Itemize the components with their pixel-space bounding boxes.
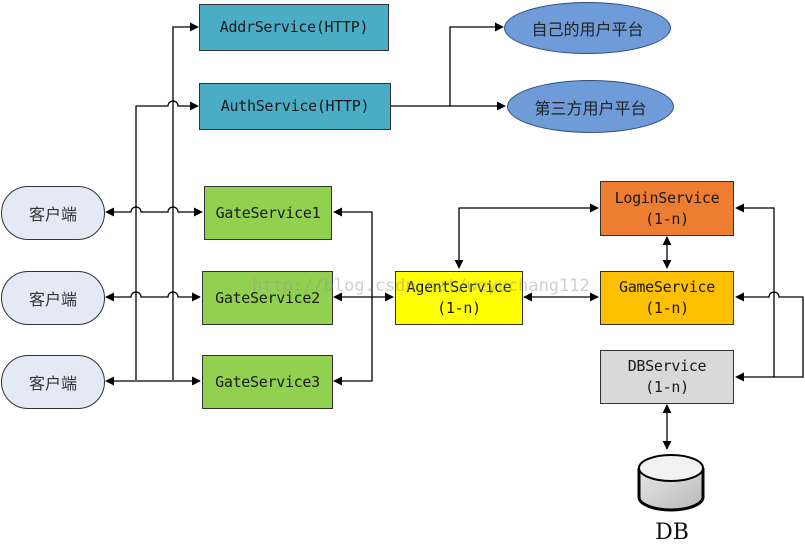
- addr-service-node[interactable]: AddrService(HTTP): [199, 4, 389, 51]
- auth-service-node[interactable]: AuthService(HTTP): [199, 83, 391, 130]
- connector-game-db: [735, 291, 804, 378]
- database-label: DB: [655, 520, 689, 545]
- connector-login-db: [735, 203, 775, 382]
- login-service-label: LoginService: [614, 188, 720, 207]
- client-label: 客户端: [28, 205, 77, 224]
- game-service-multiplicity: (1-n): [645, 299, 689, 317]
- connector-agent-login: [454, 203, 599, 269]
- login-service-node[interactable]: LoginService (1-n): [600, 181, 734, 236]
- db-service-node[interactable]: DBService (1-n): [600, 350, 734, 404]
- connector-trunk-addr: [172, 22, 199, 380]
- game-service-label: GameService: [618, 278, 716, 296]
- database-cylinder-icon: [637, 454, 705, 512]
- third-party-platform-label: 第三方用户平台: [534, 98, 647, 118]
- third-party-platform-node[interactable]: 第三方用户平台: [507, 80, 674, 133]
- agent-service-node[interactable]: AgentService (1-n): [395, 271, 523, 325]
- gate-service-3-label: GateService3: [215, 372, 320, 391]
- client-label: 客户端: [28, 374, 77, 393]
- db-service-multiplicity: (1-n): [645, 378, 689, 396]
- connector-client2-gate2: [105, 291, 201, 302]
- gate-service-2-label: GateService2: [215, 288, 320, 307]
- game-service-node[interactable]: GameService (1-n): [600, 271, 734, 325]
- agent-service-multiplicity: (1-n): [437, 299, 481, 317]
- own-user-platform-node[interactable]: 自己的用户平台: [504, 2, 671, 54]
- connector-trunk-auth: [135, 100, 199, 380]
- agent-service-label: AgentService: [406, 278, 512, 296]
- client-node-1[interactable]: 客户端: [1, 186, 105, 240]
- gate-service-3-node[interactable]: GateService3: [202, 355, 333, 409]
- connector-auth-platforms: [390, 22, 504, 107]
- login-service-multiplicity: (1-n): [645, 209, 689, 228]
- gate-service-1-label: GateService1: [215, 203, 321, 222]
- addr-service-label: AddrService(HTTP): [219, 18, 369, 36]
- gate-service-2-node[interactable]: GateService2: [202, 271, 333, 325]
- connector-client1-gate1: [105, 206, 203, 217]
- client-label: 客户端: [28, 290, 77, 309]
- client-node-2[interactable]: 客户端: [1, 271, 105, 325]
- db-service-label: DBService: [627, 357, 707, 375]
- gate-service-1-node[interactable]: GateService1: [204, 186, 332, 240]
- auth-service-label: AuthService(HTTP): [220, 97, 370, 115]
- client-node-3[interactable]: 客户端: [1, 355, 105, 409]
- own-user-platform-label: 自己的用户平台: [531, 20, 644, 39]
